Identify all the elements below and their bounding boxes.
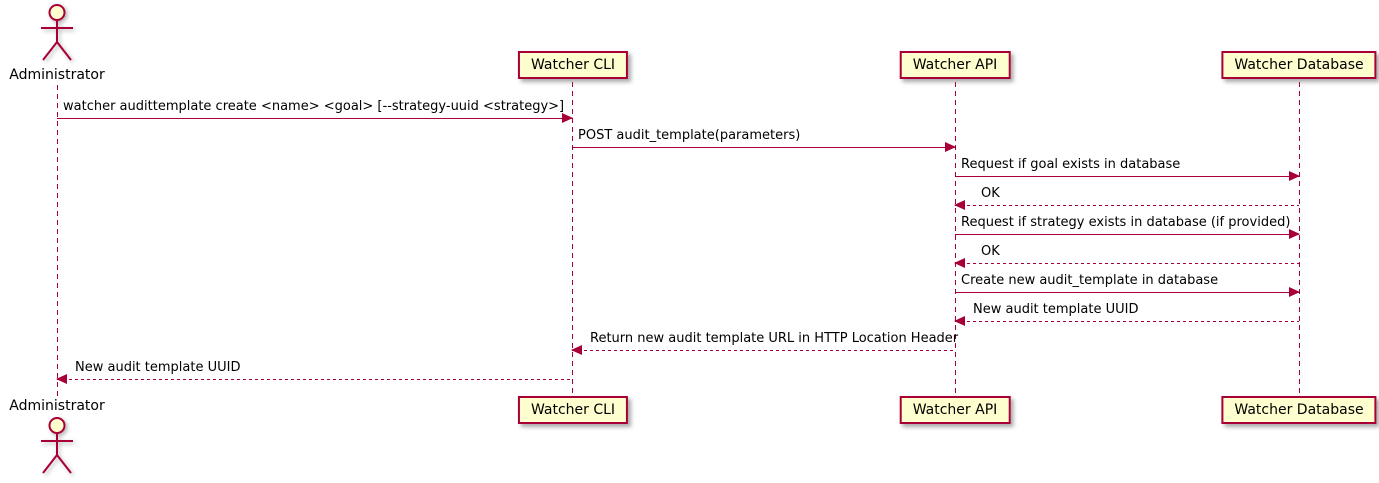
- participant-watcher-api-bottom: Watcher API: [899, 396, 1011, 424]
- message-10: New audit template UUID: [56, 360, 572, 386]
- message-label: Request if goal exists in database: [961, 157, 1181, 172]
- actor-icon: [41, 4, 73, 61]
- message-label: OK: [981, 244, 1000, 259]
- message-label: Request if strategy exists in database (…: [961, 215, 1291, 230]
- message-label: OK: [981, 186, 1000, 201]
- message-line: [57, 118, 572, 119]
- message-line: [955, 321, 1299, 322]
- arrowhead-right-icon: [562, 113, 573, 123]
- lifeline-watcher-cli: [572, 82, 573, 397]
- lifeline-watcher-api: [955, 82, 956, 397]
- message-9: Return new audit template URL in HTTP Lo…: [571, 331, 959, 357]
- actor-icon: [41, 417, 73, 474]
- actor-label-bottom: Administrator: [9, 398, 105, 414]
- message-label: New audit template UUID: [973, 302, 1139, 317]
- message-3: Request if goal exists in database: [955, 157, 1300, 183]
- arrowhead-right-icon: [1289, 287, 1300, 297]
- arrowhead-left-icon: [954, 200, 965, 210]
- arrowhead-right-icon: [1289, 229, 1300, 239]
- actor-label-top: Administrator: [9, 67, 105, 83]
- message-line: [955, 234, 1299, 235]
- message-line: [955, 263, 1299, 264]
- message-line: [955, 176, 1299, 177]
- arrowhead-right-icon: [945, 142, 956, 152]
- arrowhead-left-icon: [954, 258, 965, 268]
- lifeline-watcher-database: [1299, 82, 1300, 397]
- message-label: Return new audit template URL in HTTP Lo…: [590, 331, 959, 346]
- message-line: [955, 205, 1299, 206]
- message-8: New audit template UUID: [954, 302, 1299, 328]
- message-label: watcher audittemplate create <name> <goa…: [63, 99, 565, 114]
- arrowhead-left-icon: [571, 345, 582, 355]
- message-label: New audit template UUID: [75, 360, 241, 375]
- message-line: [955, 292, 1299, 293]
- message-7: Create new audit_template in database: [955, 273, 1300, 299]
- participant-watcher-cli-top: Watcher CLI: [517, 51, 629, 79]
- message-line: [572, 350, 955, 351]
- participant-watcher-api-top: Watcher API: [899, 51, 1011, 79]
- message-6: OK: [954, 244, 1299, 270]
- participant-watcher-database-top: Watcher Database: [1221, 51, 1377, 79]
- message-4: OK: [954, 186, 1299, 212]
- message-2: POST audit_template(parameters): [572, 128, 956, 154]
- arrowhead-left-icon: [56, 374, 67, 384]
- message-line: [57, 379, 572, 380]
- lifeline-administrator: [57, 85, 58, 397]
- participant-watcher-cli-bottom: Watcher CLI: [517, 396, 629, 424]
- message-1: watcher audittemplate create <name> <goa…: [57, 99, 573, 125]
- arrowhead-right-icon: [1289, 171, 1300, 181]
- message-5: Request if strategy exists in database (…: [955, 215, 1300, 241]
- message-line: [572, 147, 955, 148]
- message-label: Create new audit_template in database: [961, 273, 1219, 288]
- participant-watcher-database-bottom: Watcher Database: [1221, 396, 1377, 424]
- message-label: POST audit_template(parameters): [578, 128, 801, 143]
- arrowhead-left-icon: [954, 316, 965, 326]
